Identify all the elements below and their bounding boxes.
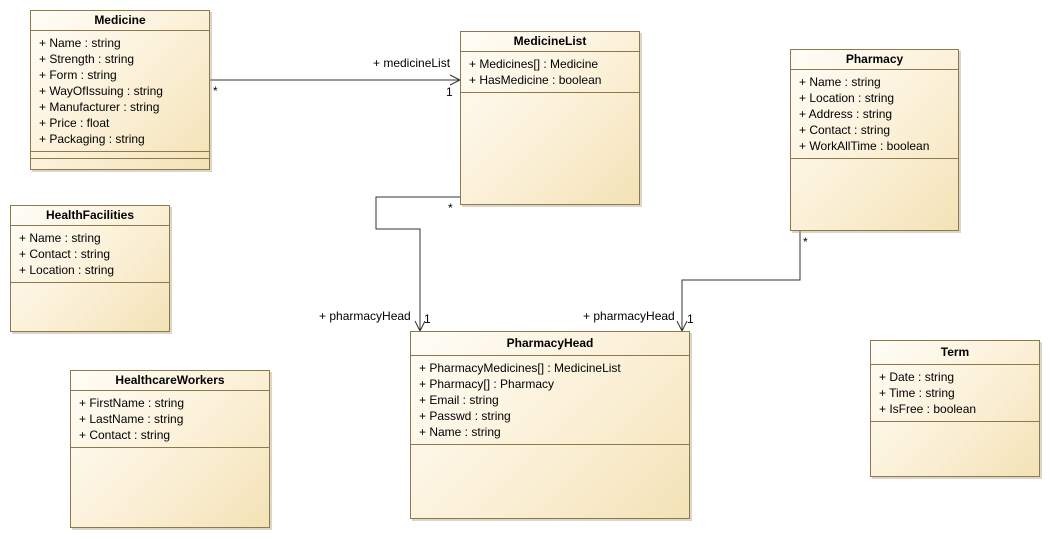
class-medicine[interactable]: Medicine + Name : string + Strength : st… bbox=[30, 10, 210, 170]
class-medicinelist[interactable]: MedicineList + Medicines[] : Medicine + … bbox=[460, 31, 640, 205]
class-term[interactable]: Term + Date : string + Time : string + I… bbox=[870, 340, 1040, 477]
attribute-list: + FirstName : string + LastName : string… bbox=[71, 391, 269, 448]
class-name: HealthFacilities bbox=[11, 206, 169, 226]
association-pharmacy-pharmacyhead bbox=[681, 231, 801, 331]
attribute: + PharmacyMedicines[] : MedicineList bbox=[419, 361, 621, 375]
attribute: + Medicines[] : Medicine bbox=[469, 57, 599, 71]
class-name: HealthcareWorkers bbox=[71, 371, 269, 391]
attribute: + Price : float bbox=[39, 116, 110, 130]
attribute: + IsFree : boolean bbox=[879, 402, 977, 416]
attribute: + HasMedicine : boolean bbox=[469, 73, 602, 87]
class-healthfacilities[interactable]: HealthFacilities + Name : string + Conta… bbox=[10, 205, 170, 332]
association-medicinelist-pharmacyhead bbox=[375, 196, 460, 331]
attribute-list: + Name : string + Strength : string + Fo… bbox=[31, 31, 209, 152]
attribute-list: + Name : string + Contact : string + Loc… bbox=[11, 226, 169, 283]
attribute: + Contact : string bbox=[19, 247, 111, 261]
attribute: + Date : string bbox=[879, 370, 955, 384]
attribute-list: + PharmacyMedicines[] : MedicineList + P… bbox=[411, 356, 689, 445]
class-name: Pharmacy bbox=[791, 50, 958, 70]
attribute-list: + Name : string + Location : string + Ad… bbox=[791, 70, 958, 159]
multiplicity-label-pharmacyhead-left: 1 bbox=[424, 312, 431, 326]
attribute: + Manufacturer : string bbox=[39, 100, 160, 114]
attribute-list: + Medicines[] : Medicine + HasMedicine :… bbox=[461, 52, 639, 93]
multiplicity-label-medicinelist: 1 bbox=[446, 85, 453, 99]
attribute: + Name : string bbox=[799, 75, 881, 89]
attribute-list: + Date : string + Time : string + IsFree… bbox=[871, 365, 1039, 422]
attribute: + LastName : string bbox=[79, 412, 184, 426]
multiplicity-label-pharmacyhead-right: 1 bbox=[687, 312, 694, 326]
attribute: + FirstName : string bbox=[79, 396, 185, 410]
class-name: MedicineList bbox=[461, 32, 639, 52]
class-healthcareworkers[interactable]: HealthcareWorkers + FirstName : string +… bbox=[70, 370, 270, 528]
attribute: + Pharmacy[] : Pharmacy bbox=[419, 377, 555, 391]
role-label-medicinelist: + medicineList bbox=[373, 56, 451, 70]
attribute: + Name : string bbox=[419, 425, 501, 439]
class-name: Medicine bbox=[31, 11, 209, 31]
role-label-pharmacyhead-left: + pharmacyHead bbox=[319, 309, 411, 323]
attribute: + Location : string bbox=[19, 263, 115, 277]
attribute: + Passwd : string bbox=[419, 409, 511, 423]
multiplicity-label-pharmacy-source: * bbox=[803, 235, 808, 249]
attribute: + Email : string bbox=[419, 393, 499, 407]
attribute: + Name : string bbox=[19, 231, 101, 245]
role-label-pharmacyhead-right: + pharmacyHead bbox=[583, 309, 675, 323]
attribute: + Contact : string bbox=[79, 428, 171, 442]
class-pharmacyhead[interactable]: PharmacyHead + PharmacyMedicines[] : Med… bbox=[410, 331, 690, 519]
attribute: + Location : string bbox=[799, 91, 895, 105]
multiplicity-label-medicine: * bbox=[213, 84, 218, 98]
multiplicity-label-medicinelist-source: * bbox=[448, 201, 453, 215]
attribute: + Address : string bbox=[799, 107, 893, 121]
attribute: + Form : string bbox=[39, 68, 117, 82]
attribute: + Time : string bbox=[879, 386, 955, 400]
attribute: + Strength : string bbox=[39, 52, 135, 66]
attribute: + Contact : string bbox=[799, 123, 891, 137]
attribute: + WayOfIssuing : string bbox=[39, 84, 163, 98]
class-name: PharmacyHead bbox=[411, 332, 689, 356]
attribute: + WorkAllTime : boolean bbox=[799, 139, 930, 153]
operations-compartment bbox=[31, 152, 209, 159]
attribute: + Packaging : string bbox=[39, 132, 145, 146]
attribute: + Name : string bbox=[39, 36, 121, 50]
class-name: Term bbox=[871, 341, 1039, 365]
class-pharmacy[interactable]: Pharmacy + Name : string + Location : st… bbox=[790, 49, 959, 231]
